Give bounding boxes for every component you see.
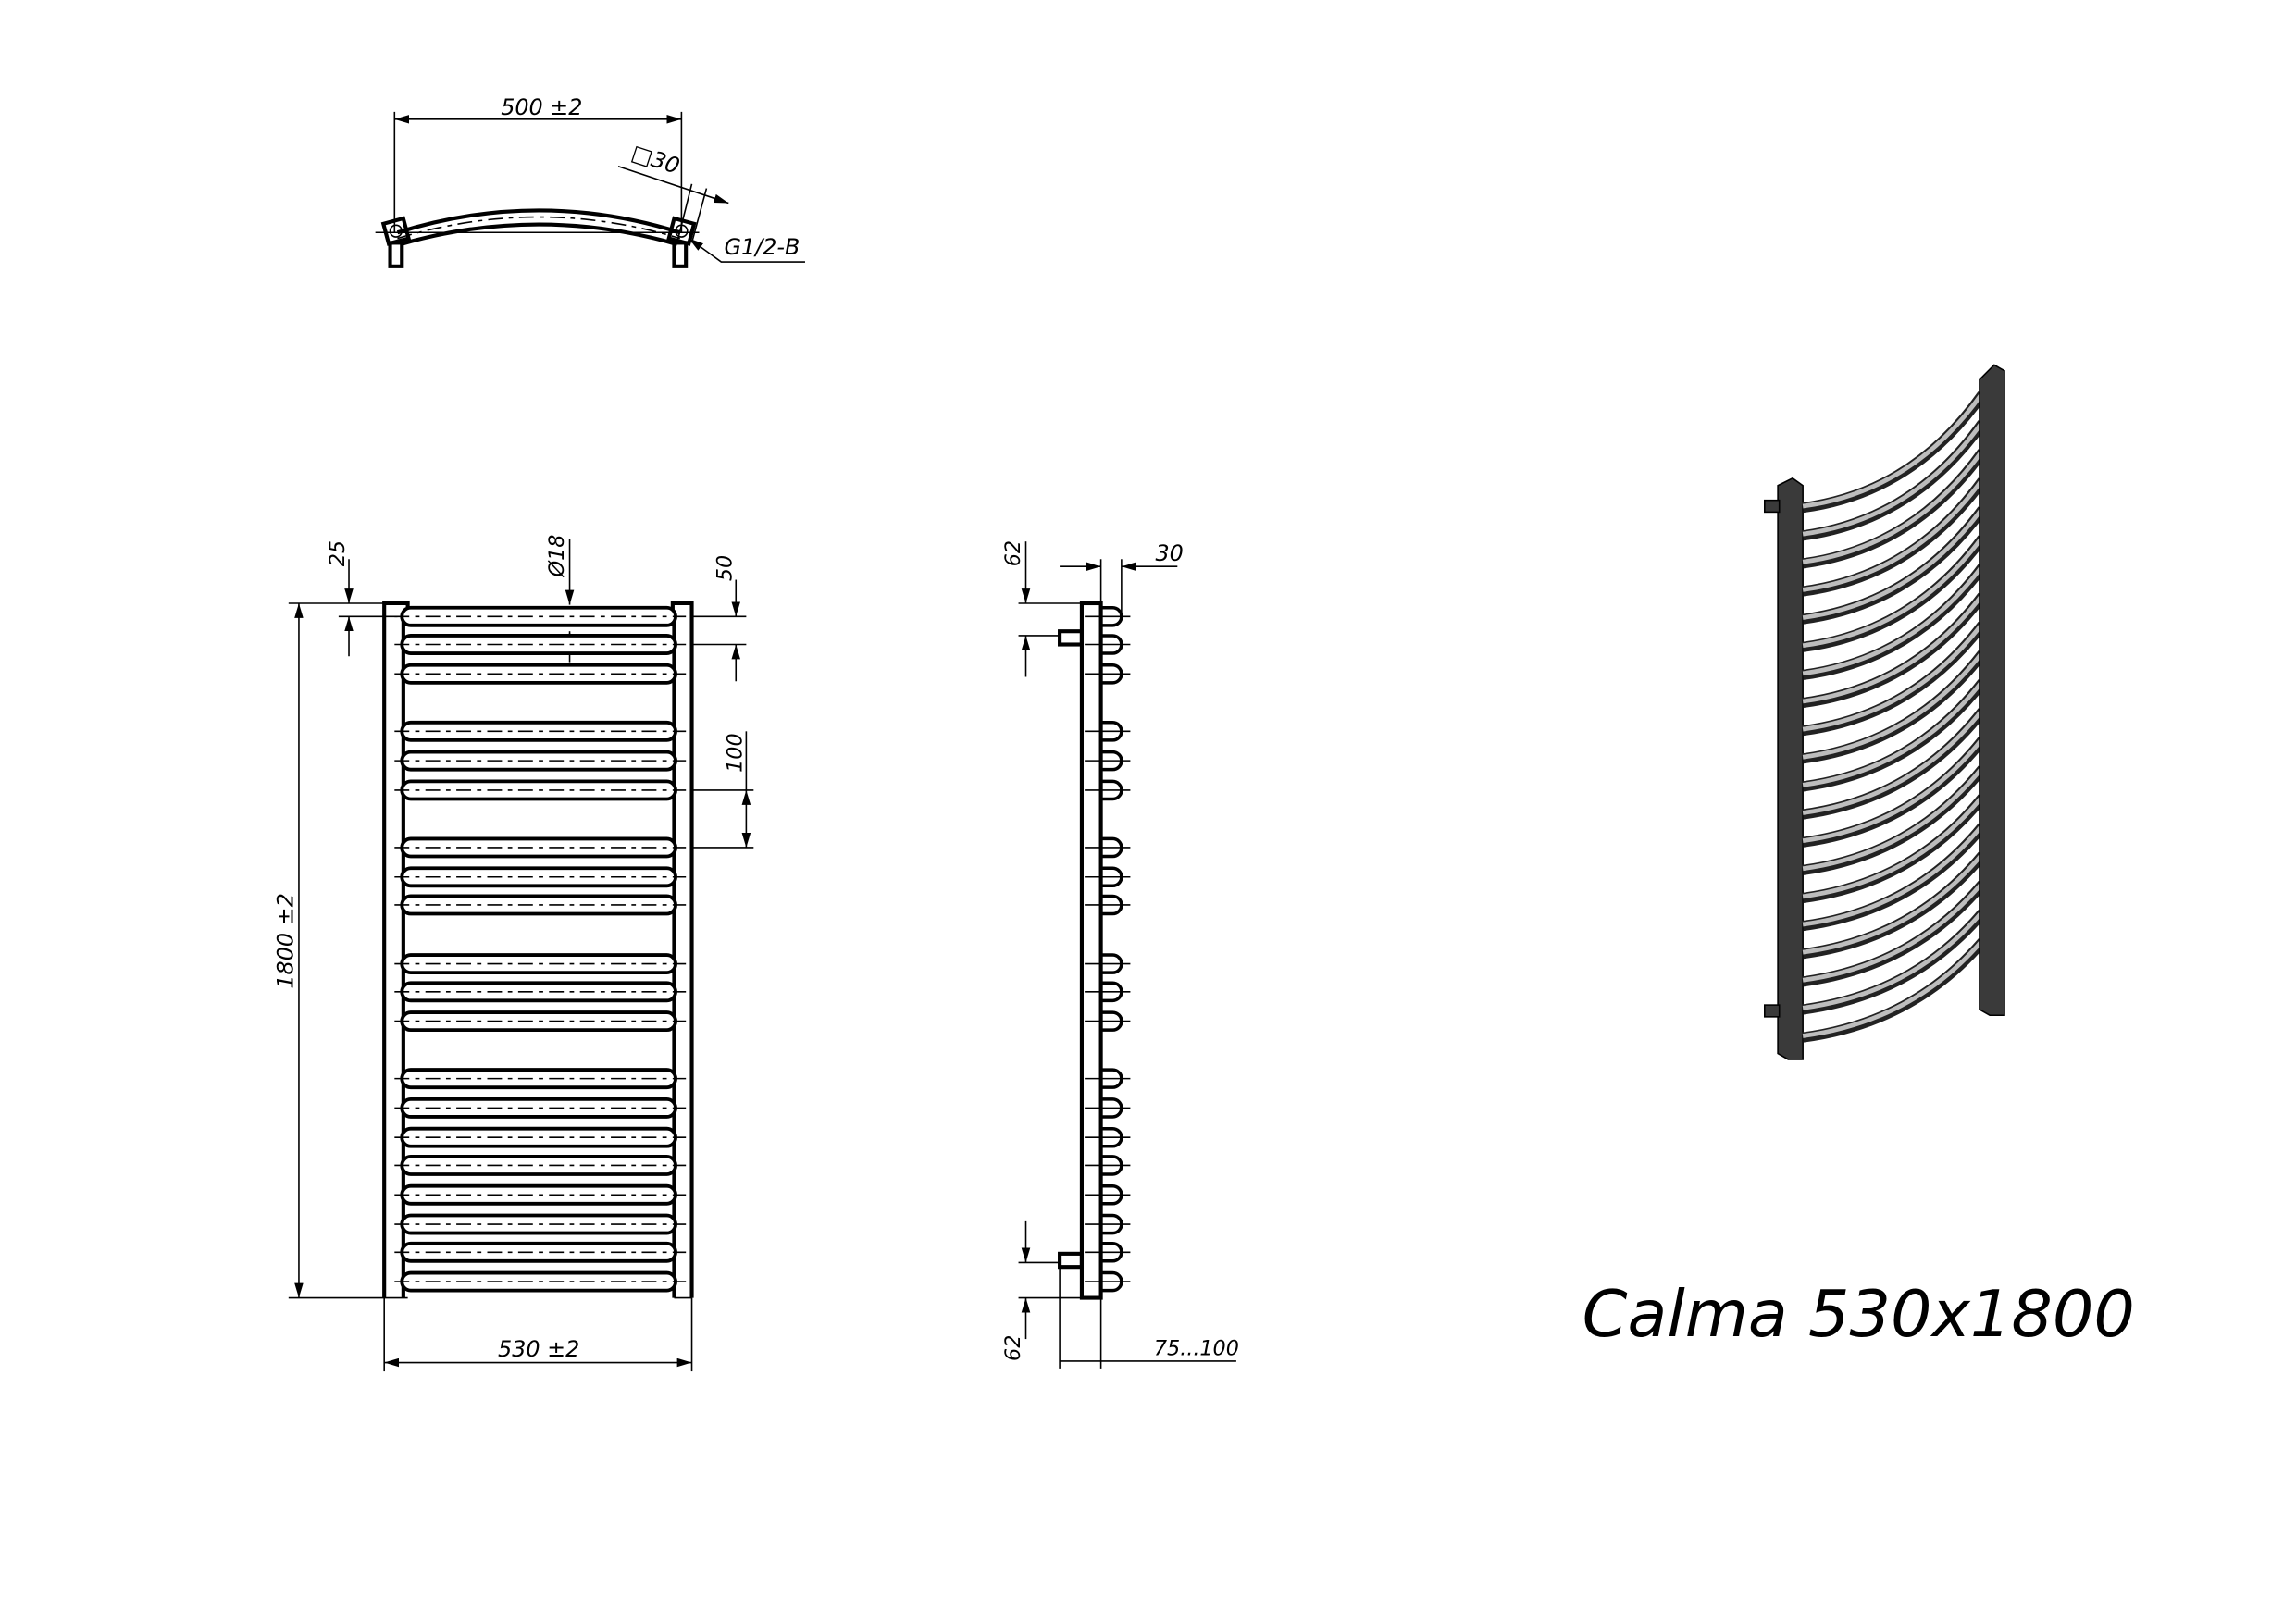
render-bar (1802, 794, 1987, 903)
front-bar (394, 1154, 687, 1176)
left-post-section (380, 216, 412, 246)
render-bar (1802, 449, 1987, 569)
dim-62-top-label: 62 (1001, 540, 1025, 566)
left-valve (388, 241, 404, 268)
side-bar-stub (1085, 1126, 1131, 1148)
front-bar (394, 1096, 687, 1119)
side-bar-stub (1085, 953, 1131, 974)
front-bar (394, 750, 687, 772)
side-bar-stub (1085, 1097, 1131, 1119)
radiator-3d-render (1764, 364, 2005, 1060)
dim-30-label: 30 (1155, 540, 1183, 566)
extension-line (676, 183, 693, 243)
profile-dimension-line (617, 165, 729, 204)
side-bar-stub (1085, 1155, 1131, 1176)
front-bar (394, 634, 687, 655)
dim-100-label: 100 (724, 733, 748, 772)
front-bar (394, 1213, 687, 1235)
top-view: 500 ±2 □30 G1/2-B (375, 94, 805, 268)
side-bar-stub (1085, 866, 1131, 888)
render-bar (1802, 910, 1987, 1015)
side-bar-stub (1085, 1241, 1131, 1263)
render-bar (1802, 592, 1987, 709)
dim-diameter-label: Ø18 (545, 535, 569, 578)
side-bar-stub (1085, 1270, 1131, 1293)
side-bar-stub (1085, 1213, 1131, 1235)
render-bar (1802, 390, 1987, 514)
front-bar (394, 1241, 687, 1263)
front-bar (394, 779, 687, 801)
side-bar-stub (1085, 779, 1131, 801)
profile-size-label: □30 (628, 140, 683, 180)
render-right-post (1979, 364, 2005, 1017)
side-bar-stub (1085, 663, 1131, 685)
render-bar (1802, 650, 1987, 764)
front-bar (394, 836, 687, 859)
render-bar (1802, 477, 1987, 597)
render-bar (1802, 880, 1987, 987)
side-bar-stub (1085, 750, 1131, 772)
side-bar-stub (1085, 1010, 1131, 1032)
render-bar (1802, 938, 1987, 1043)
curved-bar-inner (400, 222, 678, 246)
render-bar (1802, 737, 1987, 848)
front-bar (394, 953, 687, 975)
front-view: 25 Ø18 50 100 1800 ±2 530 ±2 (273, 535, 754, 1372)
side-view: 62 30 62 75...100 (1001, 540, 1239, 1369)
render-left-post (1777, 477, 1804, 1060)
front-bar (394, 866, 687, 888)
side-bar-stub (1085, 981, 1131, 1003)
side-bar-stub (1085, 634, 1131, 655)
side-bar-stub (1085, 1183, 1131, 1206)
front-bar (394, 1126, 687, 1148)
bottom-connection (1058, 1251, 1085, 1270)
side-bar-stub (1085, 1068, 1131, 1089)
dim-height-label: 1800 ±2 (273, 893, 299, 988)
left-connection-icon (389, 224, 403, 238)
extension-line (690, 188, 708, 243)
render-bar (1802, 679, 1987, 792)
dim-wall-distance-label: 75...100 (1154, 1337, 1239, 1361)
curved-bar-outer (396, 208, 681, 235)
render-bar (1802, 506, 1987, 625)
dim-width-label: 530 ±2 (498, 1336, 579, 1362)
front-bar (394, 981, 687, 1003)
side-bar-stub (1085, 894, 1131, 916)
render-bar (1802, 564, 1987, 680)
front-bar (394, 1010, 687, 1033)
right-valve (672, 241, 689, 268)
top-connection (1058, 629, 1085, 647)
side-bar-stub (1085, 721, 1131, 742)
render-bar (1802, 823, 1987, 932)
render-bar (1802, 708, 1987, 820)
thread-label: G1/2-B (725, 234, 800, 260)
centerline (397, 216, 681, 240)
side-post (1079, 601, 1103, 1300)
render-top-connection (1764, 499, 1781, 514)
side-bar-stub (1085, 836, 1131, 859)
front-bar (394, 663, 687, 685)
front-bar (394, 894, 687, 916)
front-bar (394, 1270, 687, 1293)
front-bar (394, 1183, 687, 1206)
top-width-label: 500 ±2 (501, 94, 582, 120)
side-bar-stub (1085, 606, 1131, 627)
product-title: Calma 530x1800 (1582, 1277, 2135, 1352)
render-bar (1802, 851, 1987, 960)
dim-50-label: 50 (713, 555, 737, 581)
thread-leader (688, 237, 805, 263)
front-bar (394, 605, 687, 627)
render-bar (1802, 765, 1987, 875)
render-bar (1802, 535, 1987, 652)
dim-25-label: 25 (326, 540, 350, 566)
render-bar (1802, 621, 1987, 737)
dim-62-bottom-label: 62 (1001, 1335, 1025, 1361)
front-bar (394, 720, 687, 742)
front-bar (394, 1068, 687, 1090)
render-bar (1802, 420, 1987, 541)
render-bottom-connection (1764, 1004, 1781, 1018)
